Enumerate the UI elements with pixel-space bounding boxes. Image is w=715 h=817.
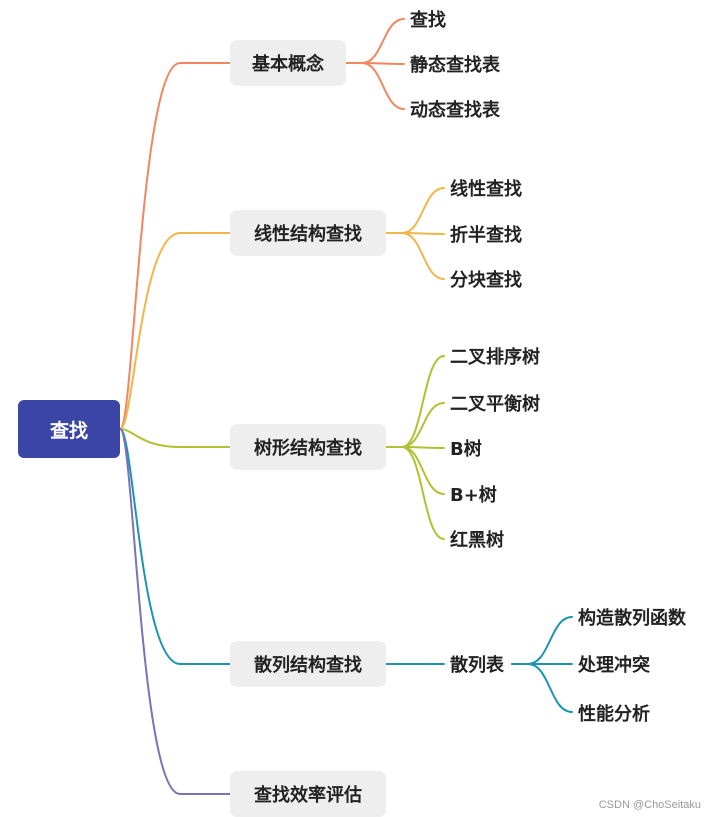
sub-branch-connector: [511, 616, 573, 665]
branch-to-leaf-connector: [345, 18, 405, 64]
leaf-node-performance[interactable]: 性能分析: [578, 704, 650, 725]
branch-to-leaf-connector: [385, 187, 445, 234]
leaf-node-block[interactable]: 分块查找: [450, 270, 522, 291]
leaf-node-static-table[interactable]: 静态查找表: [410, 55, 500, 76]
root-to-branch-connector: [119, 62, 231, 430]
leaf-node-b-tree[interactable]: B树: [450, 439, 482, 460]
leaf-node-dynamic-table[interactable]: 动态查找表: [410, 100, 500, 121]
root-node[interactable]: 查找: [18, 400, 120, 458]
leaf-node-avl[interactable]: 二叉平衡树: [450, 394, 540, 415]
branch-node-linear-search[interactable]: 线性结构查找: [230, 210, 386, 256]
leaf-node-collision[interactable]: 处理冲突: [578, 655, 650, 676]
branch-to-leaf-connector: [385, 355, 445, 448]
leaf-node-red-black-tree[interactable]: 红黑树: [450, 530, 504, 551]
leaf-node-b-plus-tree[interactable]: B+树: [450, 485, 497, 506]
branch-to-leaf-connector: [385, 446, 445, 495]
leaf-node-binary[interactable]: 折半查找: [450, 225, 522, 246]
branch-node-basic-concepts[interactable]: 基本概念: [230, 40, 346, 86]
watermark-text: CSDN @ChoSeitaku: [598, 799, 701, 811]
leaf-node-search[interactable]: 查找: [410, 10, 446, 31]
branch-to-leaf-connector: [385, 402, 445, 448]
branch-to-leaf-connector: [385, 446, 445, 540]
root-to-branch-connector: [119, 232, 231, 430]
branch-to-leaf-connector: [345, 62, 405, 110]
branch-node-tree-search[interactable]: 树形结构查找: [230, 424, 386, 470]
branch-node-hash-search[interactable]: 散列结构查找: [230, 641, 386, 687]
root-to-branch-connector: [119, 428, 231, 795]
branch-to-leaf-connector: [385, 232, 445, 280]
sub-branch-connector: [511, 663, 573, 713]
root-to-branch-connector: [119, 428, 231, 448]
root-to-branch-connector: [119, 428, 231, 665]
leaf-node-bst[interactable]: 二叉排序树: [450, 347, 540, 368]
branch-node-efficiency[interactable]: 查找效率评估: [230, 771, 386, 817]
sub-node-hash-table[interactable]: 散列表: [450, 655, 504, 676]
leaf-node-linear[interactable]: 线性查找: [450, 179, 522, 200]
leaf-node-hash-function[interactable]: 构造散列函数: [578, 608, 686, 629]
